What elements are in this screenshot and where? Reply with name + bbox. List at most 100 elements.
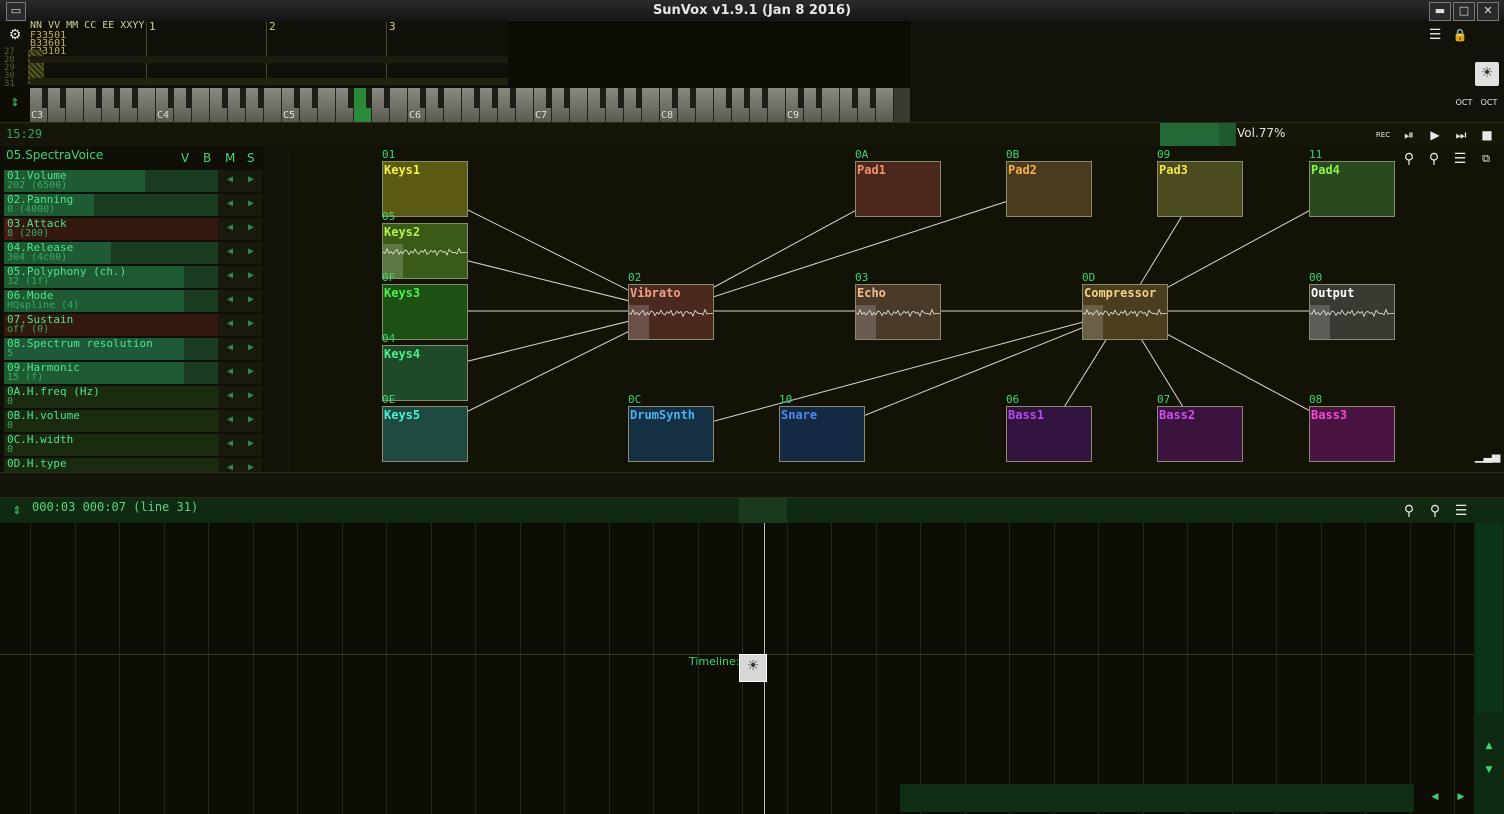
increase-icon[interactable]: ▶	[248, 462, 255, 473]
play-icon[interactable]: ▶	[1430, 128, 1440, 142]
black-key[interactable]	[438, 88, 447, 108]
bypass-toggle[interactable]: B	[203, 151, 212, 165]
increase-icon[interactable]: ▶	[248, 174, 255, 185]
module-keys4[interactable]: Keys4	[382, 345, 468, 401]
timeline-area[interactable]: Timeline: ☀	[0, 523, 1474, 814]
black-key[interactable]	[618, 88, 627, 108]
module-bass2[interactable]: Bass2	[1157, 406, 1243, 462]
increase-icon[interactable]: ▶	[248, 198, 255, 209]
decrease-icon[interactable]: ◀	[227, 390, 234, 401]
white-key[interactable]	[570, 88, 588, 122]
black-key[interactable]	[348, 88, 357, 108]
zoom-out-icon[interactable]: ⚲	[1403, 151, 1415, 167]
black-key[interactable]	[744, 88, 753, 108]
black-key[interactable]	[60, 88, 69, 108]
black-key[interactable]	[636, 88, 645, 108]
white-key[interactable]	[192, 88, 210, 122]
black-key[interactable]	[816, 88, 825, 108]
settings-gear-icon[interactable]: ⚙	[8, 27, 22, 43]
black-key[interactable]	[474, 88, 483, 108]
black-key[interactable]	[42, 88, 51, 108]
scroll-left-icon[interactable]: ◀	[1431, 792, 1439, 802]
white-key[interactable]	[768, 88, 786, 122]
logo-icon[interactable]: ☀	[1475, 62, 1499, 86]
white-key[interactable]	[390, 88, 408, 122]
black-key[interactable]	[726, 88, 735, 108]
decrease-icon[interactable]: ◀	[227, 318, 234, 329]
level-meter-icon[interactable]: ▁▃▅	[1475, 450, 1501, 463]
black-key[interactable]	[852, 88, 861, 108]
timeline-zoom-out-icon[interactable]: ⚲	[1403, 503, 1415, 519]
black-key[interactable]	[672, 88, 681, 108]
decrease-icon[interactable]: ◀	[227, 438, 234, 449]
white-key[interactable]	[642, 88, 660, 122]
module-keys5[interactable]: Keys5	[382, 406, 468, 462]
module-pad4[interactable]: Pad4	[1309, 161, 1395, 217]
module-compressor[interactable]: Compressor	[1082, 284, 1168, 340]
decrease-icon[interactable]: ◀	[227, 366, 234, 377]
solo-toggle[interactable]: S	[247, 151, 255, 165]
black-key[interactable]	[240, 88, 249, 108]
black-key[interactable]	[492, 88, 501, 108]
octave-down-button[interactable]: OCT	[1455, 98, 1473, 107]
pattern-editor[interactable]: ⚙ ⇕ 27 28 29 30 31 NN VV MM CC EE XXYY F…	[0, 20, 508, 109]
module-snare[interactable]: Snare	[779, 406, 865, 462]
increase-icon[interactable]: ▶	[248, 414, 255, 425]
increase-icon[interactable]: ▶	[248, 246, 255, 257]
module-output[interactable]: Output	[1309, 284, 1395, 340]
timeline-vertical-scrollbar[interactable]: ▲ ▼	[1474, 523, 1504, 814]
black-key[interactable]	[366, 88, 375, 108]
window-menu-icon[interactable]: ▭	[6, 2, 26, 21]
black-key[interactable]	[222, 88, 231, 108]
play-from-start-icon[interactable]: ⏯	[1404, 128, 1414, 142]
decrease-icon[interactable]: ◀	[227, 246, 234, 257]
pattern-column-1[interactable]: 1	[146, 20, 156, 86]
module-keys3[interactable]: Keys3	[382, 284, 468, 340]
scroll-down-icon[interactable]: ▼	[1485, 765, 1493, 775]
black-key[interactable]	[132, 88, 141, 108]
timeline-zoom-in-icon[interactable]: ⚲	[1429, 503, 1441, 519]
white-key[interactable]	[516, 88, 534, 122]
pattern-resize-icon[interactable]: ⇕	[10, 96, 20, 109]
octave-up-button[interactable]: OCT	[1480, 98, 1498, 107]
black-key[interactable]	[168, 88, 177, 108]
mute-toggle[interactable]: M	[225, 151, 236, 165]
record-button[interactable]: REC	[1372, 124, 1394, 146]
black-key[interactable]	[258, 88, 267, 108]
decrease-icon[interactable]: ◀	[227, 270, 234, 281]
play-pattern-icon[interactable]: ⏭	[1455, 128, 1467, 142]
black-key[interactable]	[114, 88, 123, 108]
volume-slider[interactable]	[1160, 123, 1236, 147]
black-key[interactable]	[798, 88, 807, 108]
black-key[interactable]	[564, 88, 573, 108]
layout-icon[interactable]: ⧉	[1482, 152, 1490, 165]
increase-icon[interactable]: ▶	[248, 438, 255, 449]
increase-icon[interactable]: ▶	[248, 294, 255, 305]
white-key[interactable]	[444, 88, 462, 122]
timeline-cursor-handle[interactable]	[739, 498, 787, 524]
module-keys2[interactable]: Keys2	[382, 223, 468, 279]
module-bass1[interactable]: Bass1	[1006, 406, 1092, 462]
pattern-column-2[interactable]: 2	[266, 20, 276, 86]
module-vibrato[interactable]: Vibrato	[628, 284, 714, 340]
decrease-icon[interactable]: ◀	[227, 414, 234, 425]
decrease-icon[interactable]: ◀	[227, 294, 234, 305]
black-key[interactable]	[294, 88, 303, 108]
module-pad1[interactable]: Pad1	[855, 161, 941, 217]
white-key[interactable]	[696, 88, 714, 122]
decrease-icon[interactable]: ◀	[227, 342, 234, 353]
black-key[interactable]	[312, 88, 321, 108]
scroll-right-icon[interactable]: ▶	[1457, 792, 1465, 802]
stop-icon[interactable]: ■	[1481, 128, 1493, 142]
increase-icon[interactable]: ▶	[248, 390, 255, 401]
white-key[interactable]	[66, 88, 84, 122]
increase-icon[interactable]: ▶	[248, 342, 255, 353]
black-key[interactable]	[186, 88, 195, 108]
lock-icon[interactable]: 🔒	[1452, 28, 1468, 42]
